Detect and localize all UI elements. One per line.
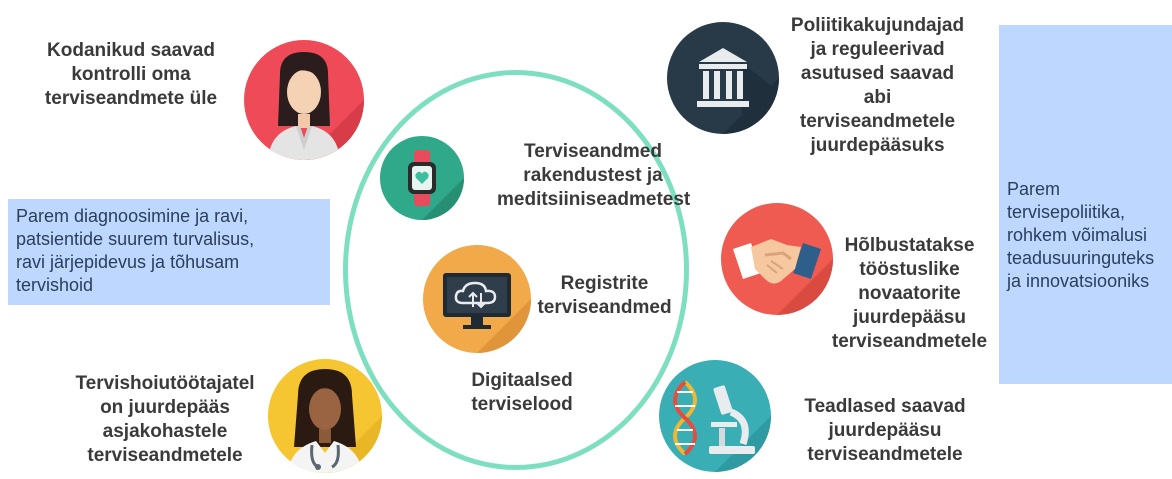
citizens-label-line: kontrolli oma: [71, 64, 191, 85]
health-workers-label-line: terviseandmetele: [87, 445, 243, 466]
woman-avatar-icon: [244, 40, 364, 160]
industry-label-line: tööstuslike: [859, 259, 960, 280]
researchers-label-line: Teadlased saavad: [804, 396, 966, 417]
policy-makers-label-line: terviseandmetele: [799, 111, 956, 132]
industry-label-line: terviseandmetele: [831, 331, 988, 352]
citizens-label: Kodanikud saavad kontrolli oma tervisean…: [26, 39, 236, 111]
registry-label: Registrite terviseandmed: [527, 272, 682, 320]
doctor-avatar-icon: [268, 359, 382, 473]
industry-label-line: Hõlbustatakse: [844, 235, 975, 256]
benefit-box-left-line: tervishoid: [16, 275, 94, 295]
digital-records-label-line: Digitaalsed: [471, 370, 573, 391]
policy-makers-label-line: Poliitikakujundajad: [790, 15, 965, 36]
researchers-label-line: terviseandmetele: [807, 444, 963, 465]
health-workers-label: Tervishoiutöötajatel on juurdepääs asjak…: [60, 372, 270, 468]
benefit-box-right-line: teadusuuringuteks: [1007, 248, 1155, 268]
citizens-label-line: terviseandmete üle: [44, 88, 218, 109]
researchers-label: Teadlased saavad juurdepääsu terviseandm…: [790, 395, 980, 467]
policy-makers-label-line: juurdepääsuks: [810, 135, 945, 156]
industry-label: Hõlbustatakse tööstuslike novaatorite ju…: [822, 234, 997, 354]
researchers-label-line: juurdepääsu: [828, 420, 942, 441]
handshake-icon: [721, 203, 833, 315]
policy-makers-label-line: asutused saavad: [800, 63, 955, 84]
benefit-box-right-line: ja innovatsiooniks: [1007, 271, 1150, 291]
cloud-upload-monitor-icon: [423, 245, 531, 353]
apps-devices-label-line: Terviseandmed: [524, 141, 662, 162]
apps-devices-label-line: meditsiiniseadmetest: [497, 189, 691, 210]
benefit-box-left-line: ravi järjepidevus ja tõhusam: [16, 252, 240, 272]
benefit-box-left-line: patsientide suurem turvalisus,: [16, 229, 255, 249]
industry-label-line: juurdepääsu: [853, 307, 966, 328]
center-ring: [343, 70, 689, 470]
policy-makers-label: Poliitikakujundajad ja reguleerivad asut…: [770, 14, 985, 158]
smartwatch-heart-icon: [380, 136, 464, 220]
benefit-box-left: Parem diagnoosimine ja ravi, patsientide…: [8, 199, 330, 305]
benefit-box-right: Parem tervisepoliitika, rohkem võimalusi…: [999, 25, 1172, 384]
benefit-box-right-line: rohkem võimalusi: [1007, 225, 1148, 245]
industry-label-line: novaatorite: [858, 283, 961, 304]
citizens-label-line: Kodanikud saavad: [47, 40, 215, 61]
apps-devices-label-line: rakendustest ja: [523, 165, 663, 186]
health-workers-label-line: asjakohastele: [102, 421, 228, 442]
benefit-box-right-line: tervisepoliitika,: [1007, 202, 1126, 222]
registry-label-line: terviseandmed: [537, 297, 672, 318]
microscope-dna-icon: [659, 360, 771, 472]
benefit-box-left-line: Parem diagnoosimine ja ravi,: [16, 206, 249, 226]
government-building-icon: [667, 22, 779, 134]
health-workers-label-line: on juurdepääs: [100, 397, 230, 418]
policy-makers-label-line: abi: [863, 87, 892, 108]
digital-records-label-line: terviselood: [471, 394, 573, 415]
health-workers-label-line: Tervishoiutöötajatel: [75, 373, 255, 394]
policy-makers-label-line: ja reguleerivad: [810, 39, 945, 60]
apps-devices-label: Terviseandmed rakendustest ja meditsiini…: [497, 140, 691, 212]
registry-label-line: Registrite: [560, 273, 649, 294]
benefit-box-right-line: Parem: [1007, 179, 1061, 199]
digital-records-label: Digitaalsed terviselood: [452, 369, 592, 417]
